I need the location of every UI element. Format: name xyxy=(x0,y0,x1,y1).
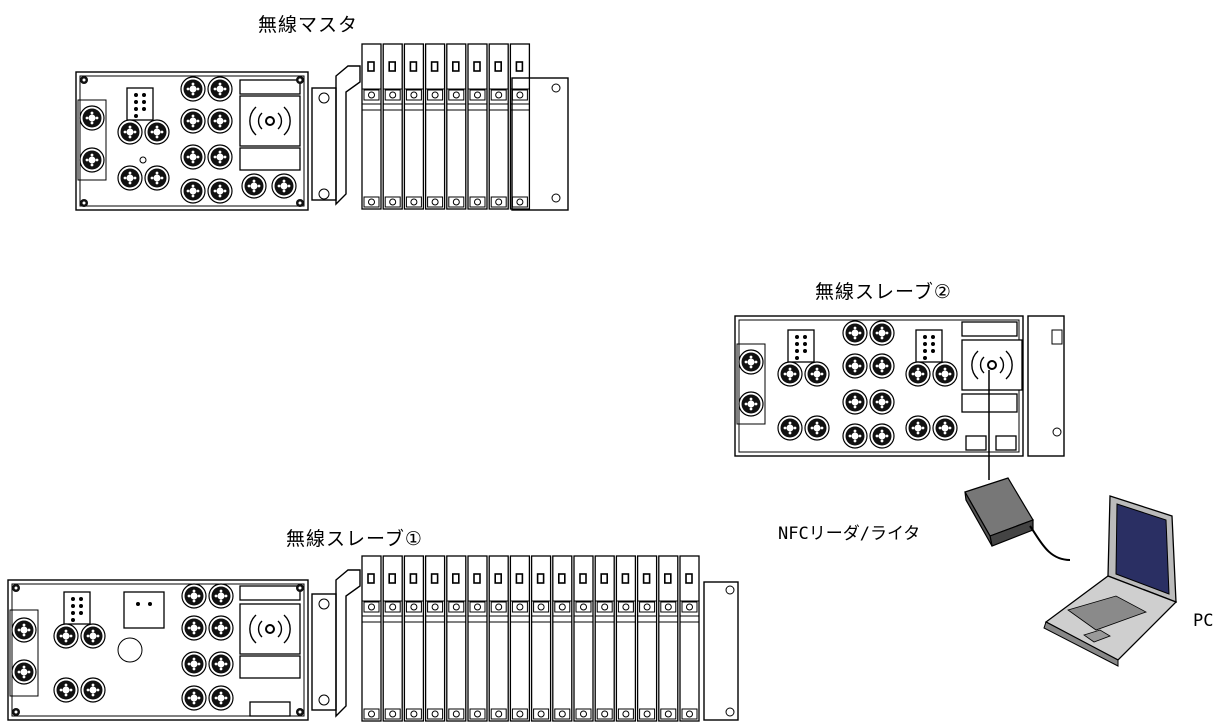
valve-station xyxy=(445,555,467,722)
valve-station xyxy=(445,43,467,210)
label-wireless-master: 無線マスタ xyxy=(258,14,359,36)
label-nfc-reader-writer: NFCリーダ/ライタ xyxy=(778,524,921,544)
valve-station xyxy=(361,43,382,210)
valve-station xyxy=(679,555,700,722)
valve-station xyxy=(424,43,446,210)
valve-station xyxy=(509,555,531,722)
valve-station xyxy=(403,555,425,722)
valve-station xyxy=(594,555,616,722)
valve-station xyxy=(424,555,446,722)
label-wireless-slave-1: 無線スレーブ① xyxy=(286,528,423,550)
master-end-plate xyxy=(511,77,569,211)
valve-station xyxy=(382,43,404,210)
label-wireless-slave-2: 無線スレーブ② xyxy=(815,281,952,303)
valve-station xyxy=(361,555,382,722)
valve-station xyxy=(467,555,488,722)
valve-station xyxy=(530,555,552,722)
valve-station xyxy=(615,555,637,722)
valve-station xyxy=(488,43,510,210)
valve-station xyxy=(403,43,425,210)
valve-station xyxy=(382,555,404,722)
master-valve-manifold xyxy=(361,43,531,210)
wireless-slave-1-device xyxy=(7,569,361,721)
valve-station xyxy=(551,555,573,722)
wireless-master-device xyxy=(75,65,361,211)
wireless-slave-2-device xyxy=(734,315,1065,457)
slave-1-valve-manifold xyxy=(361,555,700,722)
slave-1-end-plate xyxy=(703,581,739,721)
valve-station xyxy=(488,555,510,722)
nfc-reader-writer-device xyxy=(964,370,1071,561)
valve-station xyxy=(573,555,594,722)
valve-station xyxy=(657,555,679,722)
valve-station xyxy=(636,555,658,722)
label-pc: PC xyxy=(1193,611,1214,631)
valve-station xyxy=(467,43,488,210)
pc-laptop xyxy=(1043,495,1178,667)
valve-station xyxy=(509,43,531,210)
